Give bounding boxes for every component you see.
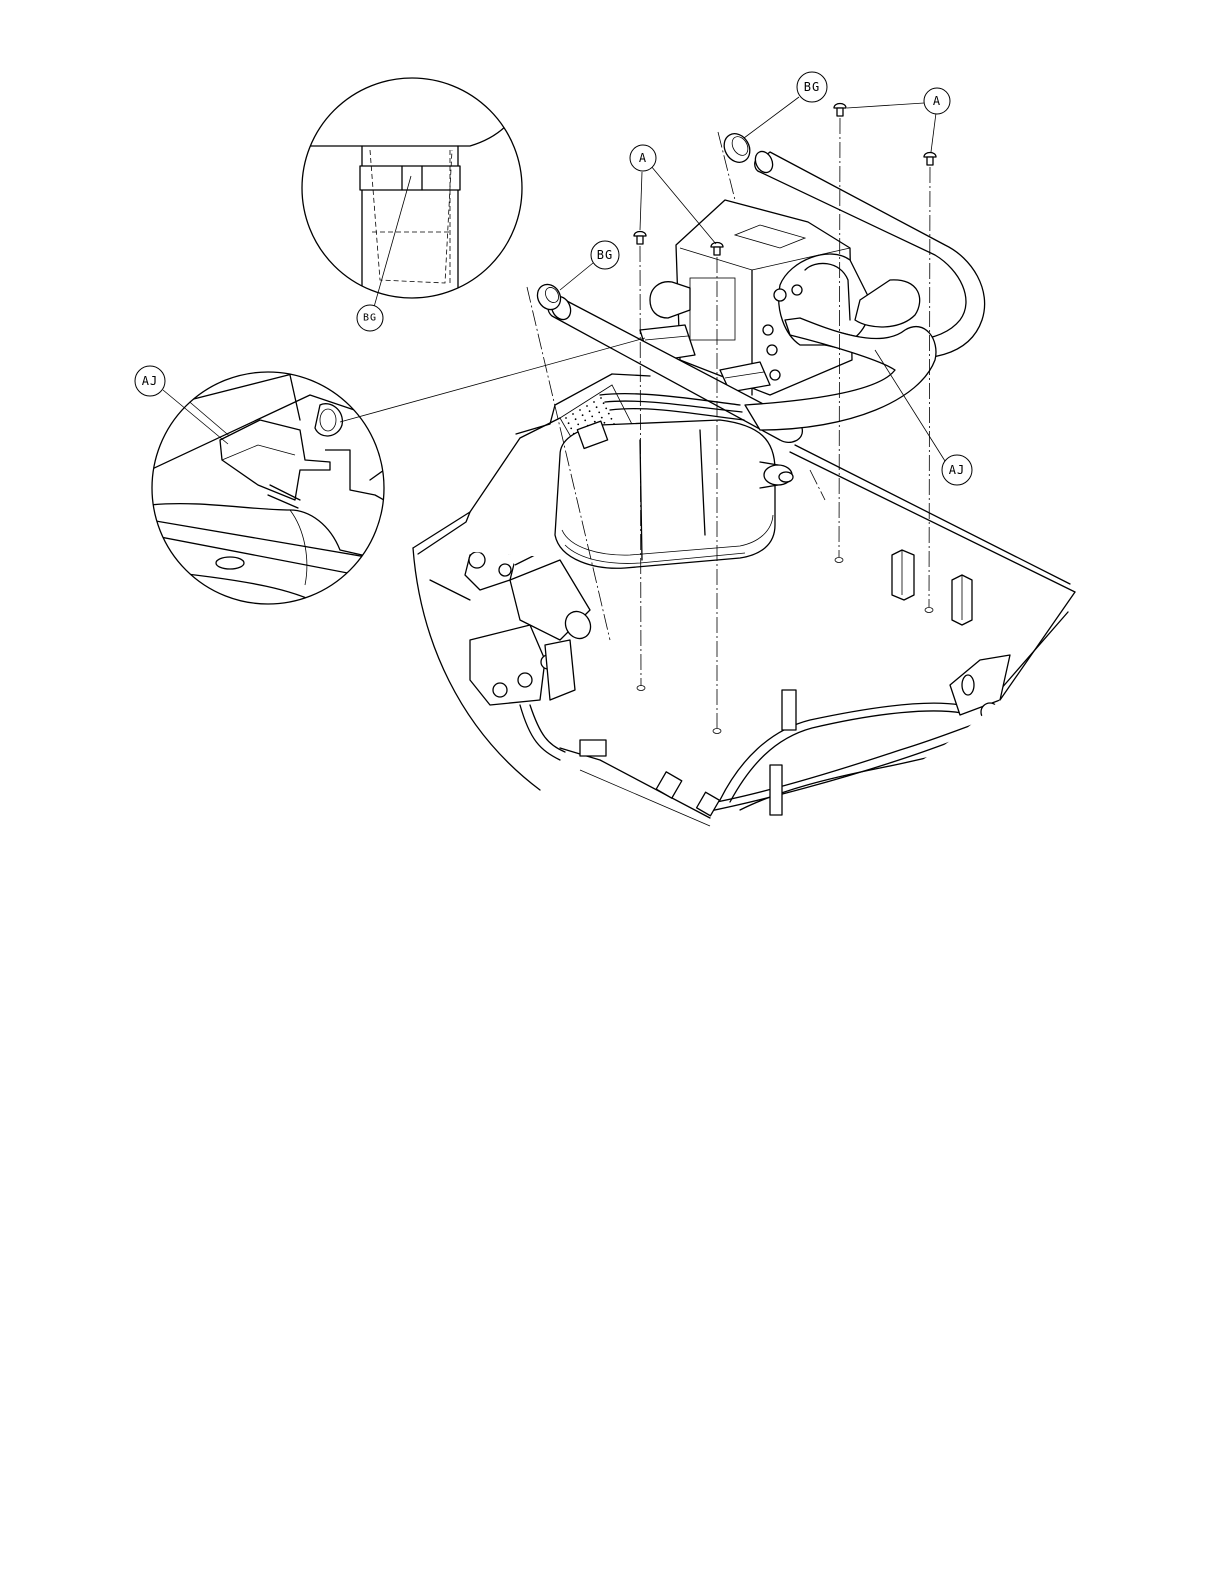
callout-label: A [639, 151, 647, 165]
main-assembly-view [413, 104, 1075, 827]
screw-icon [924, 153, 936, 166]
screw-icon [634, 232, 646, 245]
detail-view-clip [150, 372, 384, 620]
callout-bg-top-right: BG [797, 72, 827, 102]
callout-a-top-right: A [924, 88, 950, 114]
callout-label: A [933, 94, 941, 108]
detail-view-hose-clamp [300, 78, 522, 300]
callout-a-center: A [630, 145, 656, 171]
callout-aj-detail: AJ [135, 366, 165, 396]
callout-label: BG [597, 248, 613, 262]
callout-bg-center: BG [591, 241, 619, 269]
callout-label: BG [363, 313, 377, 324]
callout-label: BG [804, 80, 820, 94]
tray-brackets [892, 550, 972, 625]
callout-label: AJ [949, 463, 965, 477]
callout-label: AJ [142, 374, 158, 388]
callout-aj-right: AJ [942, 455, 972, 485]
wire-harness [580, 655, 1010, 816]
callout-bg-detail: BG [357, 305, 383, 331]
screw-icon [834, 104, 846, 117]
